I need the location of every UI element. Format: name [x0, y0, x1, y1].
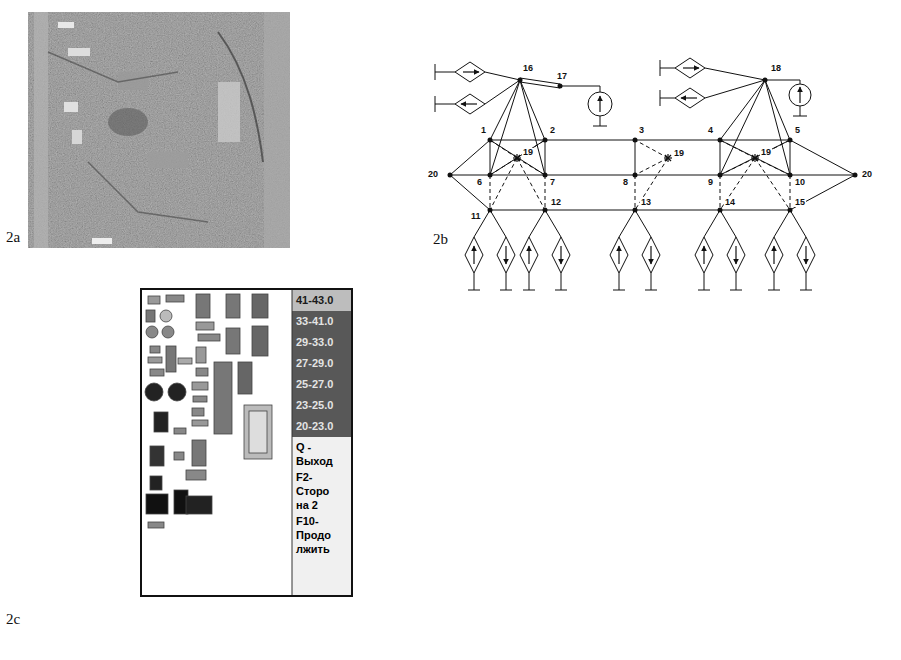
dashed-wires	[490, 140, 790, 210]
node-number: 4	[707, 126, 714, 135]
menu-text: Q -	[296, 442, 311, 453]
board-components	[145, 294, 272, 528]
menu-text: F10-	[296, 516, 319, 527]
graph-dots	[448, 78, 858, 213]
figure-label: 2a	[6, 230, 20, 245]
range-cell: 29-33.0	[296, 337, 333, 348]
node-number: 20	[861, 170, 873, 179]
range-cell: 20-23.0	[296, 421, 333, 432]
board-photo	[28, 12, 290, 248]
menu-text: Продо	[296, 530, 331, 541]
node-number: 12	[550, 198, 562, 207]
figure-label: 2b	[433, 232, 448, 247]
node-number: 18	[770, 64, 782, 73]
range-cell: 41-43.0	[296, 295, 333, 306]
menu-text: Выход	[296, 456, 333, 467]
menu-text: лжить	[296, 544, 330, 555]
node-number: 1	[480, 126, 487, 135]
menu-text: F2-	[296, 472, 313, 483]
node-number: 17	[556, 72, 568, 81]
source-arrows	[461, 68, 806, 264]
bottom-sources	[465, 210, 815, 290]
star-points	[513, 154, 759, 162]
range-cell: 33-41.0	[296, 316, 333, 327]
node-number: 5	[794, 126, 801, 135]
node-number: 14	[724, 198, 736, 207]
node-number: 19	[673, 149, 685, 158]
figure-label: 2c	[6, 612, 20, 627]
node-number: 10	[794, 178, 806, 187]
node-number: 13	[640, 198, 652, 207]
menu-text: Сторо	[296, 486, 329, 497]
graph-wires	[435, 58, 855, 210]
node-number: 16	[522, 64, 534, 73]
node-number: 20	[427, 170, 439, 179]
range-cell: 25-27.0	[296, 379, 333, 390]
node-number: 9	[707, 178, 714, 187]
range-cell: 23-25.0	[296, 400, 333, 411]
node-number: 19	[760, 148, 772, 157]
menu-text: на 2	[296, 500, 318, 511]
node-number: 8	[622, 178, 629, 187]
node-number: 15	[794, 198, 806, 207]
node-number: 3	[638, 126, 645, 135]
node-number: 7	[549, 178, 556, 187]
node-number: 2	[549, 126, 556, 135]
node-number: 19	[522, 148, 534, 157]
node-number: 11	[470, 212, 482, 221]
range-cell: 27-29.0	[296, 358, 333, 369]
node-number: 6	[476, 178, 483, 187]
